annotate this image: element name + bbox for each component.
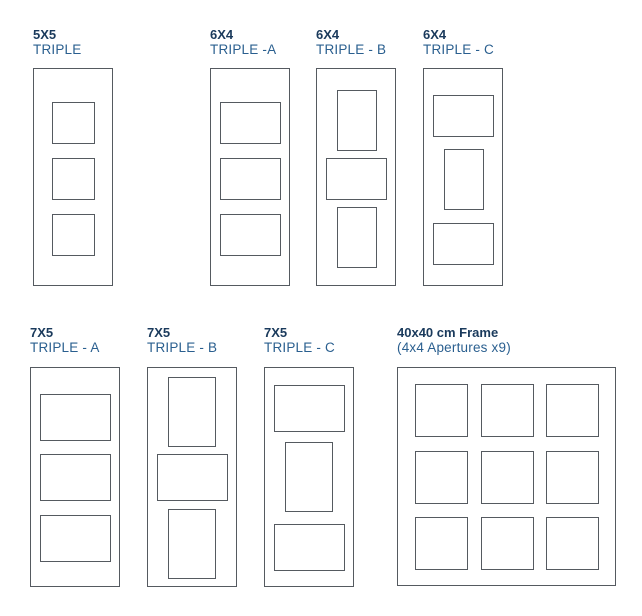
frame-size: 6X4 [316,27,340,42]
frame-6x4-triple-b [316,68,396,286]
aperture [220,158,281,200]
aperture [444,149,484,210]
frame-size: 7X5 [147,325,171,340]
aperture [168,377,216,447]
aperture [220,214,281,256]
frame-size: 7X5 [264,325,288,340]
frame-name: TRIPLE - C [423,42,495,57]
frame-size: 40x40 cm Frame [397,325,499,340]
frame-name: TRIPLE -A [210,42,277,57]
aperture [433,95,494,137]
frame-name: TRIPLE - B [147,340,218,355]
frame-label-6x4-triple-c: 6X4 TRIPLE - C [423,27,494,57]
aperture [52,102,95,144]
aperture [337,90,377,151]
frame-label-6x4-triple-a: 6X4 TRIPLE -A [210,27,276,57]
frame-7x5-triple-b [147,367,237,587]
aperture [546,451,599,504]
frame-size: 7X5 [30,325,54,340]
aperture [168,509,216,579]
frame-6x4-triple-a [210,68,290,286]
frame-size: 5X5 [33,27,57,42]
aperture [40,515,111,562]
frame-label-7x5-triple-a: 7X5 TRIPLE - A [30,325,100,355]
frame-label-7x5-triple-c: 7X5 TRIPLE - C [264,325,335,355]
aperture [326,158,387,200]
aperture [415,384,468,437]
aperture [52,214,95,256]
aperture [157,454,228,501]
aperture [274,385,345,432]
aperture [285,442,333,512]
aperture [220,102,281,144]
aperture [415,517,468,570]
aperture [481,451,534,504]
aperture [433,223,494,265]
frame-40x40-grid [397,367,616,586]
aperture [40,454,111,501]
aperture [546,517,599,570]
frame-size: 6X4 [423,27,447,42]
frame-name: TRIPLE [33,42,82,57]
aperture [40,394,111,441]
aperture [481,384,534,437]
aperture [481,517,534,570]
frame-label-7x5-triple-b: 7X5 TRIPLE - B [147,325,217,355]
aperture [274,524,345,571]
frame-label-6x4-triple-b: 6X4 TRIPLE - B [316,27,386,57]
frame-name: TRIPLE - C [264,340,336,355]
frame-7x5-triple-c [264,367,354,587]
frame-label-5x5-triple: 5X5 TRIPLE [33,27,81,57]
aperture [52,158,95,200]
frame-5x5-triple [33,68,113,286]
frame-name: TRIPLE - A [30,340,100,355]
frame-name: (4x4 Apertures x9) [397,340,511,355]
frame-size: 6X4 [210,27,234,42]
frame-6x4-triple-c [423,68,503,286]
aperture [337,207,377,268]
aperture [415,451,468,504]
aperture [546,384,599,437]
frame-label-40x40: 40x40 cm Frame (4x4 Apertures x9) [397,325,511,355]
frame-7x5-triple-a [30,367,120,587]
frame-name: TRIPLE - B [316,42,387,57]
